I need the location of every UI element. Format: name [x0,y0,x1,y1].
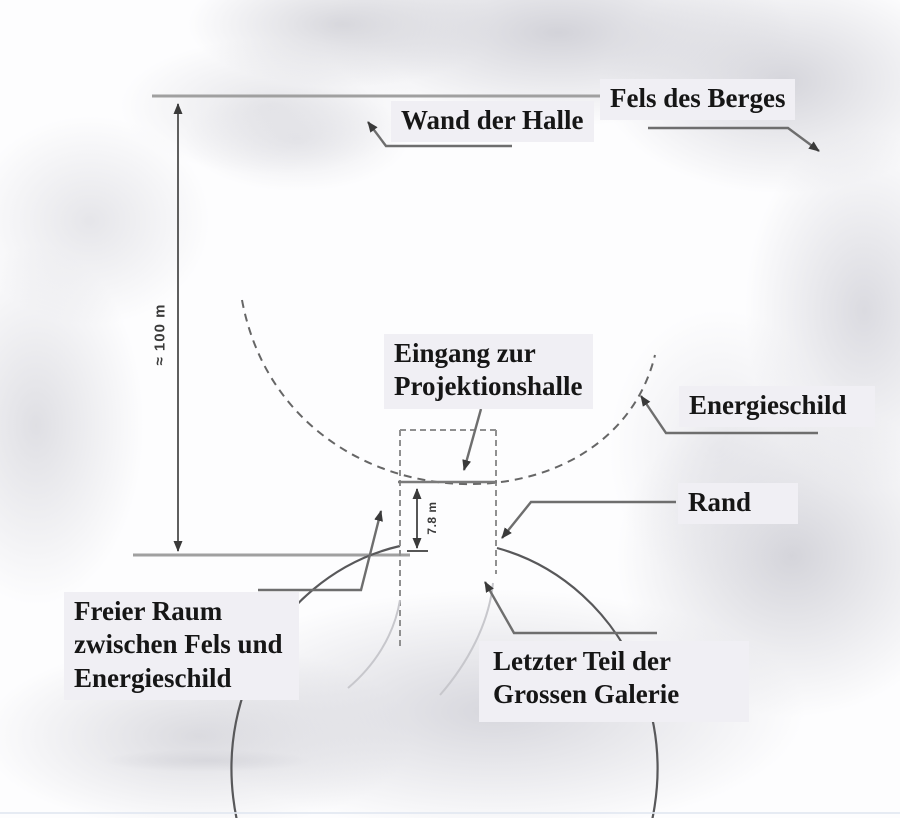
gallery-wall-left [347,599,401,689]
label-eingang-line2: Projektionshalle [394,371,583,402]
leader-freier-raum [258,510,383,592]
label-freier-raum: Freier Raum zwischen Fels und Energiesch… [64,592,299,701]
leader-letzter-teil [483,581,657,635]
label-eingang-line1: Eingang zur [394,338,536,368]
dimension-text-100m: ≈ 100 m [151,303,169,366]
label-letzter-teil-line2: Grossen Galerie [493,679,680,710]
leader-wand-der-halle [367,121,512,148]
label-freier-raum-line1: Freier Raum [74,596,223,626]
dimension-text-entrance: 7.8 m [425,501,439,535]
leader-energieschild [640,395,818,435]
label-energieschild: Energieschild [679,386,875,428]
label-freier-raum-line2: zwischen Fels und [74,629,283,660]
leader-fels-des-berges [648,126,820,152]
label-rand: Rand [678,483,798,525]
label-eingang: Eingang zur Projektionshalle [384,334,593,409]
leader-eingang [462,408,483,471]
label-letzter-teil: Letzter Teil der Grossen Galerie [479,641,750,722]
gallery-wall-right [439,582,494,696]
page-bottom-rule [0,812,900,814]
label-wand-der-halle: Wand der Halle [391,101,594,143]
leader-rand [501,500,676,539]
label-letzter-teil-line1: Letzter Teil der [493,646,671,676]
label-fels-des-berges: Fels des Berges [600,79,796,121]
label-freier-raum-line3: Energieschild [74,662,232,693]
